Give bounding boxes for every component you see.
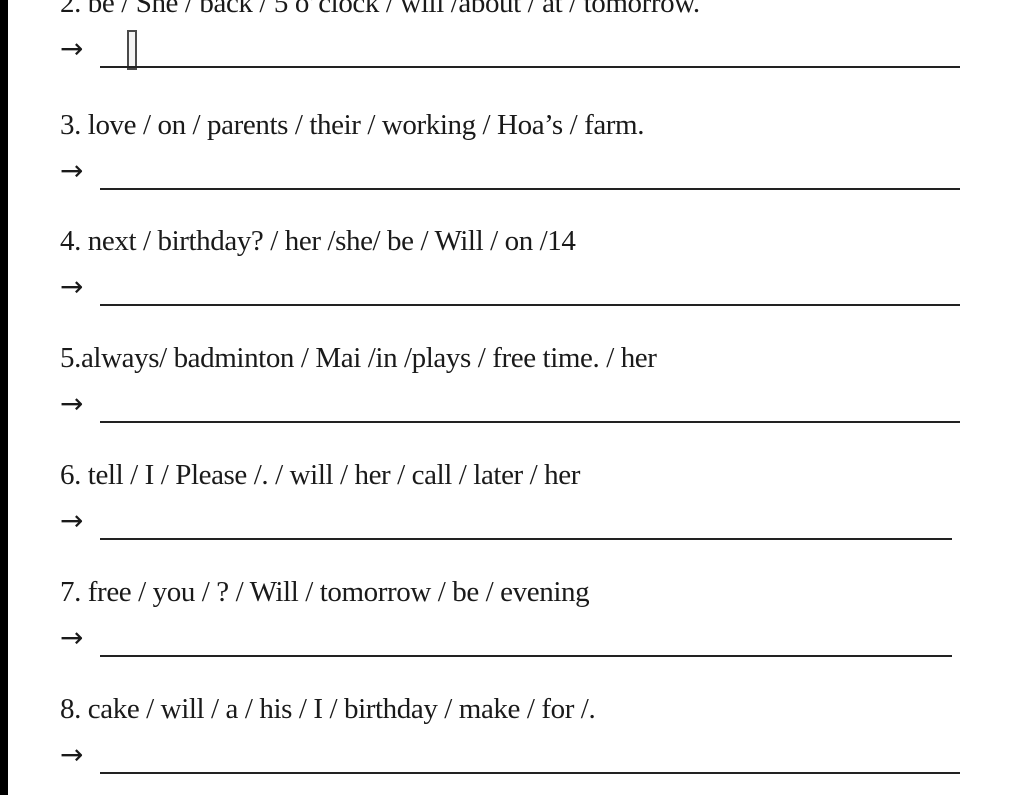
arrow-right-icon: → <box>60 32 84 65</box>
text-cursor-icon <box>127 30 137 70</box>
arrow-right-icon: → <box>60 270 84 303</box>
answer-line[interactable]: → <box>60 152 960 192</box>
document-page: 2. be / She / back / 5 o’clock / will /a… <box>8 0 1024 795</box>
arrow-right-icon: → <box>60 387 84 420</box>
answer-blank[interactable] <box>100 66 960 68</box>
answer-line[interactable]: → <box>60 385 960 425</box>
answer-blank[interactable] <box>100 655 952 657</box>
exercise-3: 3. love / on / parents / their / working… <box>60 108 980 218</box>
answer-line[interactable]: → <box>60 619 952 659</box>
exercise-prompt: 6. tell / I / Please /. / will / her / c… <box>60 459 580 491</box>
answer-blank[interactable] <box>100 188 960 190</box>
arrow-right-icon: → <box>60 621 84 654</box>
answer-line[interactable]: → <box>60 30 960 70</box>
exercise-prompt: 7. free / you / ? / Will / tomorrow / be… <box>60 576 590 608</box>
exercise-prompt: 2. be / She / back / 5 o’clock / will /a… <box>60 0 700 19</box>
arrow-right-icon: → <box>60 738 84 771</box>
exercise-prompt: 8. cake / will / a / his / I / birthday … <box>60 693 596 725</box>
exercise-5: 5.always/ badminton / Mai /in /plays / f… <box>60 341 980 451</box>
answer-blank[interactable] <box>100 304 960 306</box>
answer-line[interactable]: → <box>60 502 952 542</box>
answer-line[interactable]: → <box>60 268 960 308</box>
arrow-right-icon: → <box>60 504 84 537</box>
exercise-4: 4. next / birthday? / her /she/ be / Wil… <box>60 224 980 334</box>
exercise-prompt: 3. love / on / parents / their / working… <box>60 109 645 141</box>
exercise-8: 8. cake / will / a / his / I / birthday … <box>60 692 980 795</box>
answer-blank[interactable] <box>100 772 960 774</box>
exercise-7: 7. free / you / ? / Will / tomorrow / be… <box>60 575 980 685</box>
answer-blank[interactable] <box>100 421 960 423</box>
exercise-prompt: 4. next / birthday? / her /she/ be / Wil… <box>60 225 576 257</box>
window-left-border <box>0 0 8 795</box>
exercise-prompt: 5.always/ badminton / Mai /in /plays / f… <box>60 342 657 374</box>
exercise-6: 6. tell / I / Please /. / will / her / c… <box>60 458 980 568</box>
answer-line[interactable]: → <box>60 736 960 776</box>
answer-blank[interactable] <box>100 538 952 540</box>
arrow-right-icon: → <box>60 154 84 187</box>
exercise-2: 2. be / She / back / 5 o’clock / will /a… <box>60 0 980 96</box>
